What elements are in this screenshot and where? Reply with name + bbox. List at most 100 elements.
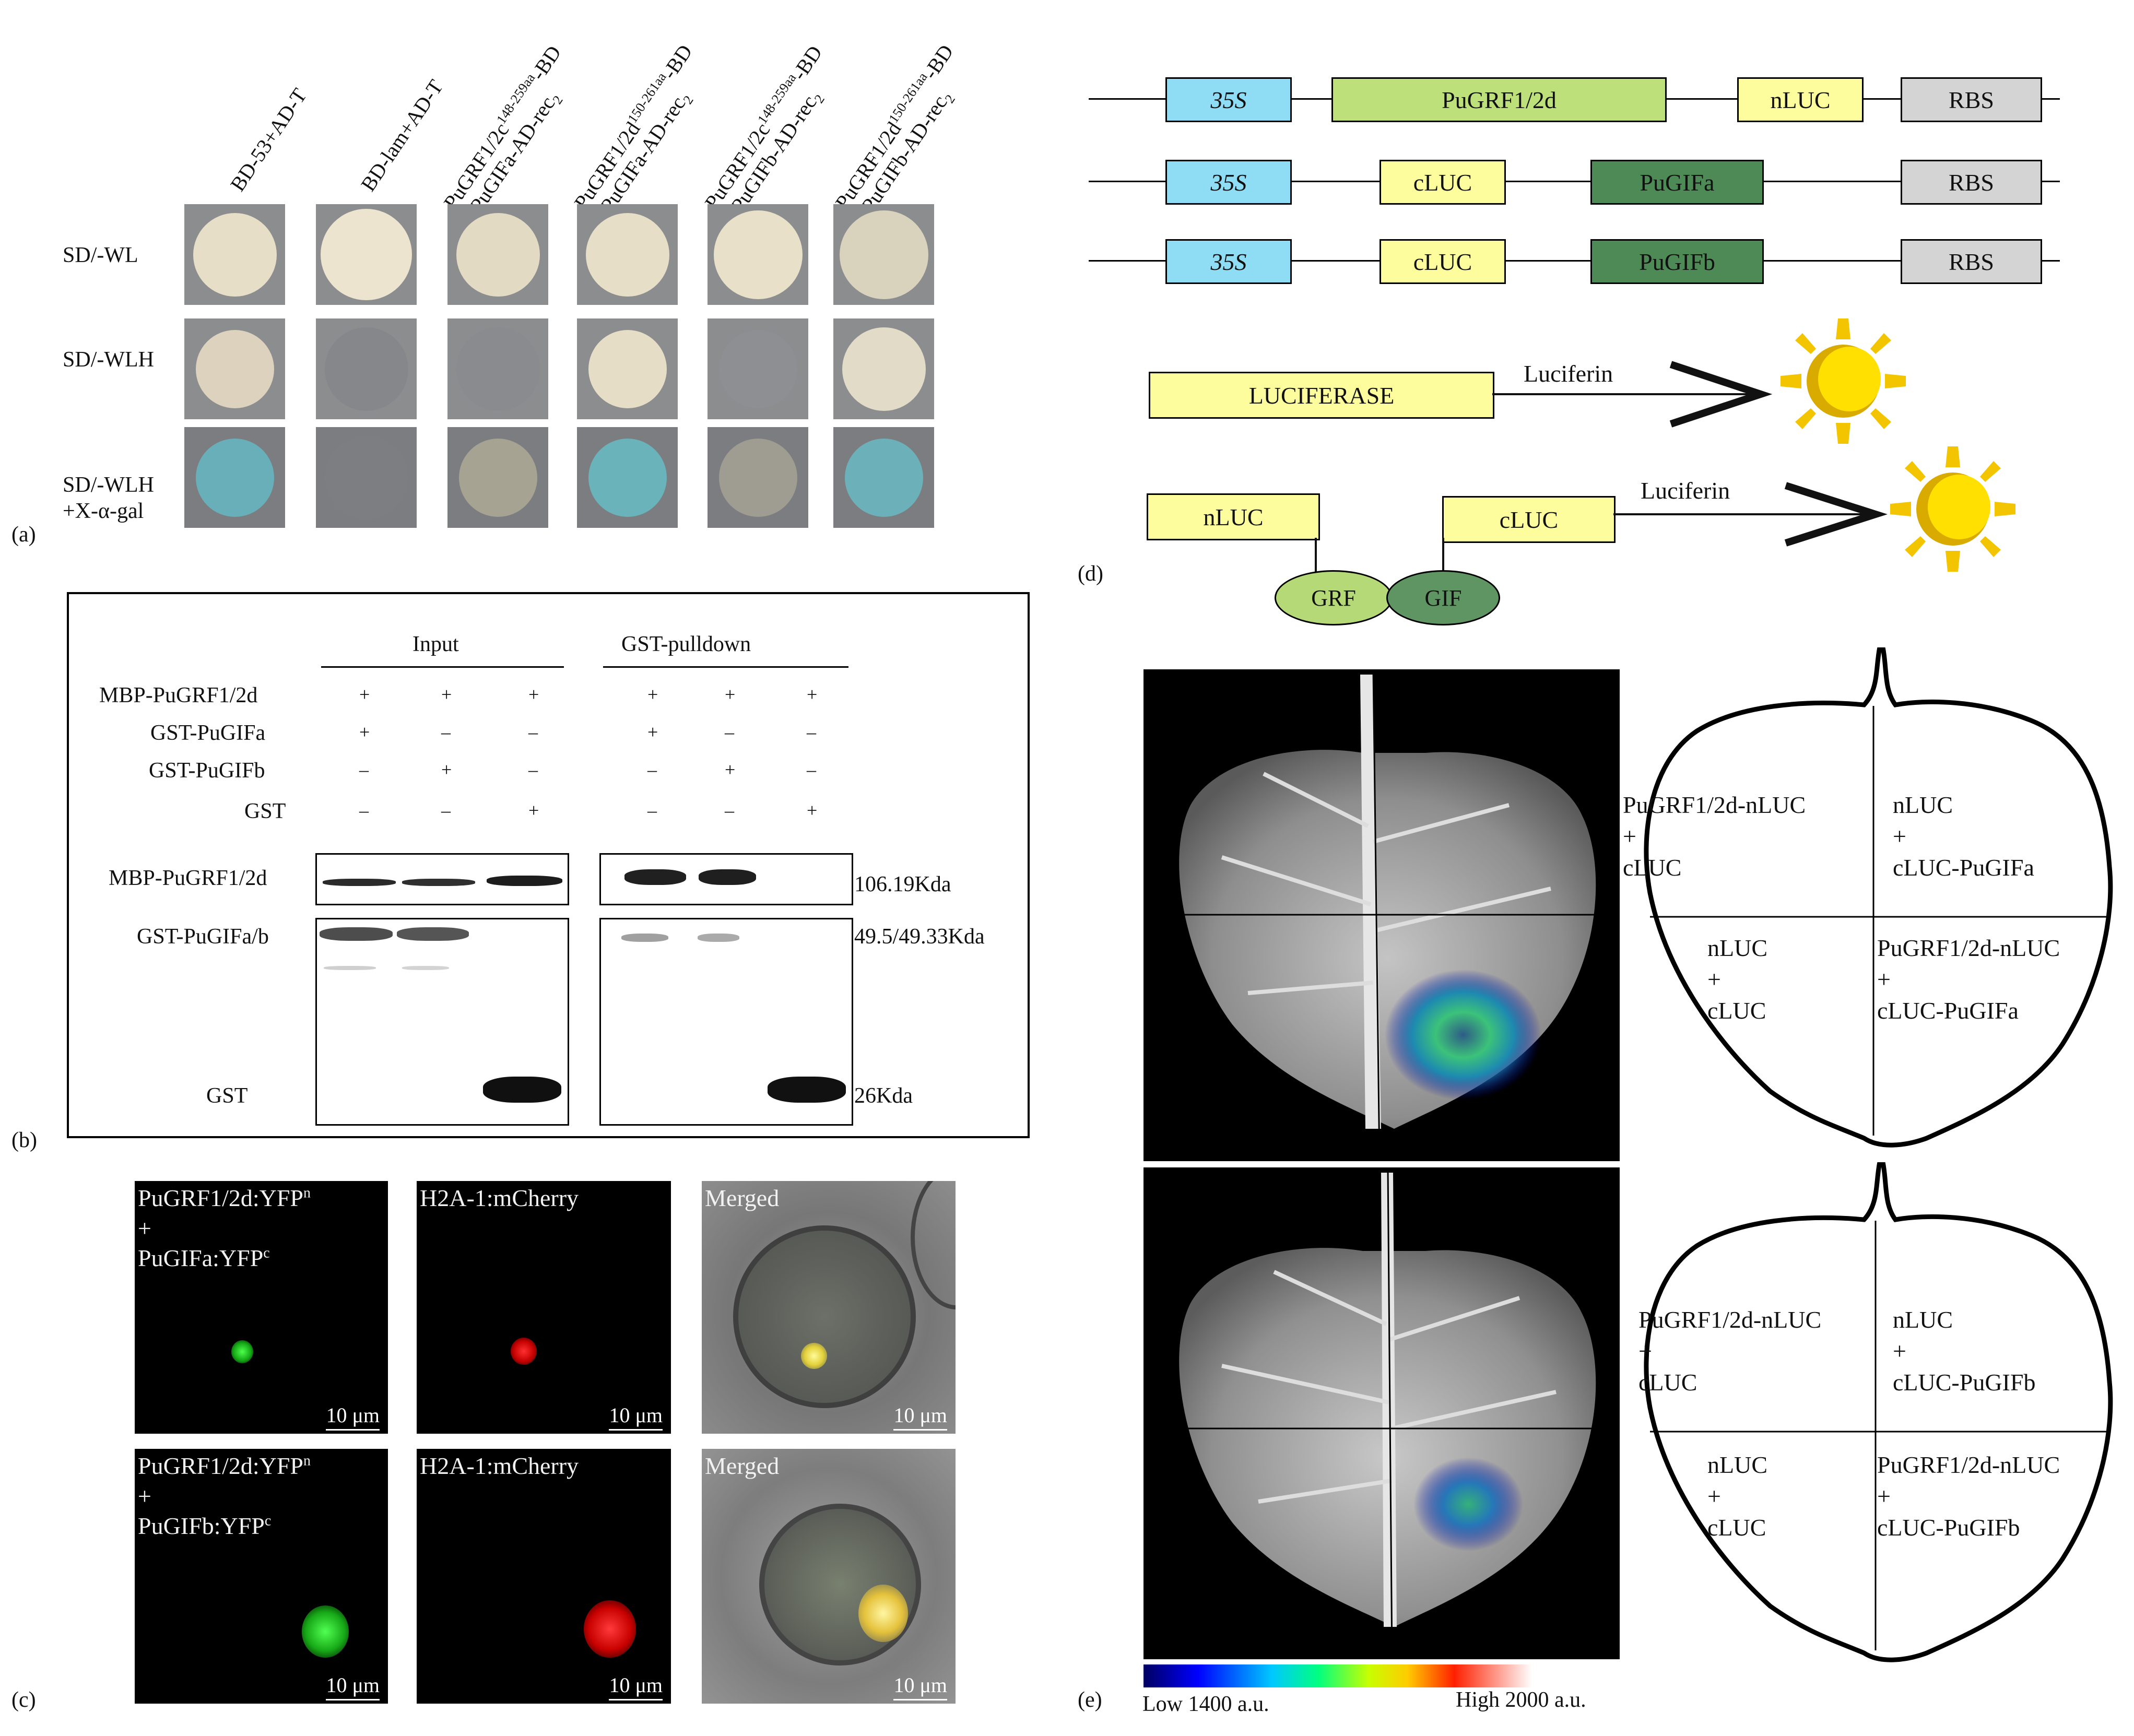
yeast-plate (577, 318, 678, 419)
yeast-colony (839, 210, 928, 299)
panel-label-b: (b) (11, 1128, 37, 1152)
panel-label-e: (e) (1078, 1688, 1102, 1712)
yeast-colony (324, 435, 408, 519)
sign-cell: + (528, 800, 539, 821)
mcherry-image-1: H2A-1:mCherry 10 μm (417, 1181, 671, 1434)
cell-outline (759, 1504, 921, 1666)
blot-label-mbp: MBP-PuGRF1/2d (109, 866, 267, 890)
red-nucleus-signal (584, 1600, 636, 1658)
cluc-box-2: cLUC (1380, 160, 1506, 205)
panel-label-a: (a) (11, 523, 36, 547)
sign-cell: – (528, 722, 538, 742)
size-106: 106.19Kda (854, 872, 951, 896)
b-row-label-gifa: GST-PuGIFa (150, 721, 266, 745)
red-nucleus-signal (511, 1338, 537, 1365)
col-header-3: PuGRF1/2c148-259aa-BD +PuGIFa-AD-rec2 (439, 41, 566, 227)
pulldown-underline (603, 666, 848, 668)
yeast-plate (316, 204, 417, 305)
construct-2-backbone (1089, 181, 2060, 182)
construct-3-backbone (1089, 260, 2060, 262)
blot-band (624, 869, 686, 885)
yeast-plate (316, 427, 417, 528)
yeast-colony (458, 438, 537, 517)
sign-cell: – (647, 800, 657, 821)
cell-outline (733, 1225, 916, 1408)
luminescence-color-scale (1143, 1664, 1532, 1687)
yfp-image-gifb: PuGRF1/2d:YFPn + PuGIFb:YFPc 10 μm (135, 1449, 388, 1704)
yeast-colony (456, 327, 540, 411)
input-label: Input (412, 632, 459, 656)
sign-cell: + (647, 722, 658, 742)
sign-cell: + (359, 684, 370, 705)
blot-band (768, 1077, 846, 1103)
mcherry-label-2: H2A-1:mCherry (420, 1452, 579, 1479)
rbs-box-1: RBS (1901, 77, 2042, 122)
sign-cell: – (807, 722, 816, 742)
leaf2-q4: PuGRF1/2d-nLUC+cLUC-PuGIFb (1877, 1451, 2060, 1541)
row-label-sd-wlh: SD/-WLH (63, 348, 154, 372)
row-label-xgal: +X-α-gal (63, 499, 144, 523)
sign-cell: + (807, 684, 818, 705)
luminescence-leaf-gifa (1143, 669, 1620, 1161)
merged-image-1: Merged 10 μm (702, 1181, 956, 1434)
b-row-label-mbp: MBP-PuGRF1/2d (99, 683, 258, 707)
promoter-35s-1: 35S (1165, 77, 1292, 122)
scale-bar: 10 μm (893, 1403, 947, 1431)
size-49: 49.5/49.33Kda (854, 925, 985, 949)
blot-band (699, 869, 756, 885)
yeast-colony (588, 438, 667, 517)
luciferase-box: LUCIFERASE (1149, 372, 1494, 419)
merged-nucleus-signal (858, 1585, 908, 1642)
yeast-plate (184, 204, 285, 305)
grf-gene-box: PuGRF1/2d (1331, 77, 1667, 122)
nluc-box-1: nLUC (1737, 77, 1864, 122)
leaf-diagram-2-outline (1644, 1162, 2113, 1662)
yeast-colony (324, 327, 408, 411)
promoter-35s-2: 35S (1165, 160, 1292, 205)
yeast-colony (844, 438, 923, 517)
col-header-6: PuGRF1/2d150-261aa-BD +PuGIFb-AD-rec2 (830, 40, 959, 227)
leaf-photo-1 (1143, 669, 1620, 1161)
sign-cell: + (528, 684, 539, 705)
sign-cell: – (528, 759, 538, 780)
blot-label-gif: GST-PuGIFa/b (137, 925, 269, 949)
yeast-colony (842, 327, 926, 411)
promoter-35s-3: 35S (1165, 239, 1292, 284)
blot-band (397, 927, 469, 941)
yeast-plate (577, 204, 678, 305)
size-26: 26Kda (854, 1084, 913, 1108)
leaf-photo-2 (1143, 1167, 1620, 1659)
cluc-fragment-box: cLUC (1442, 496, 1616, 543)
gifa-box: PuGIFa (1590, 160, 1764, 205)
merged-image-2: Merged 10 μm (702, 1449, 956, 1704)
col-header-5: PuGRF1/2c148-259aa-BD +PuGIFb-AD-rec2 (700, 41, 828, 227)
blot-band (402, 966, 449, 970)
panel-label-d: (d) (1078, 562, 1103, 586)
luminescence-leaf-gifb (1143, 1167, 1620, 1659)
sign-cell: – (725, 722, 734, 742)
yeast-colony (321, 209, 412, 300)
mcherry-image-2: H2A-1:mCherry 10 μm (417, 1449, 671, 1704)
green-nucleus-signal (302, 1605, 349, 1658)
scale-bar: 10 μm (893, 1673, 947, 1700)
leaf2-q3: nLUC+cLUC (1707, 1451, 1767, 1541)
sign-cell: + (725, 759, 736, 780)
sign-cell: – (647, 759, 657, 780)
yeast-plate (447, 427, 548, 528)
col-header-2: BD-lam+AD-T (356, 75, 448, 196)
gifb-box: PuGIFb (1590, 239, 1764, 284)
blot-band (402, 879, 475, 886)
merged-label-1: Merged (705, 1185, 780, 1211)
row-label-sd-wl: SD/-WL (63, 243, 138, 267)
yeast-plate (447, 318, 548, 419)
leaf1-q4: PuGRF1/2d-nLUC+cLUC-PuGIFa (1877, 935, 2060, 1024)
yeast-plate (833, 204, 934, 305)
leaf-diagram-1-outline (1644, 647, 2113, 1148)
sign-cell: + (359, 722, 370, 742)
sign-cell: + (725, 684, 736, 705)
yeast-plate (316, 318, 417, 419)
leaf2-q1: PuGRF1/2d-nLUC+cLUC (1638, 1306, 1822, 1396)
rbs-box-3: RBS (1901, 239, 2042, 284)
yeast-plate (184, 427, 285, 528)
yeast-plate (184, 318, 285, 419)
